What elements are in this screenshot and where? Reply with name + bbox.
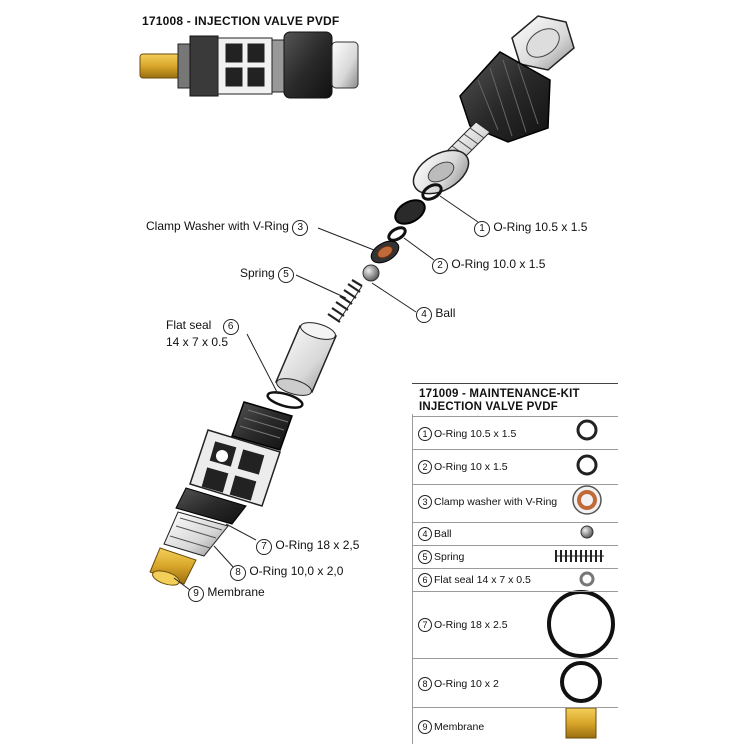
kit-label: Spring — [434, 551, 465, 563]
kit-flat-seal-icon — [579, 571, 595, 587]
callout-9: 9 Membrane — [188, 585, 265, 602]
kit-number: 3 — [418, 495, 432, 509]
kit-number: 4 — [418, 527, 432, 541]
callout-label: O-Ring 18 x 2,5 — [275, 538, 360, 552]
callout-number: 2 — [432, 258, 448, 274]
kit-number: 8 — [418, 677, 432, 691]
callout-number: 5 — [278, 267, 295, 283]
kit-table-top-border — [412, 383, 618, 384]
o-ring-1-image — [421, 183, 443, 201]
kit-label: Membrane — [434, 721, 485, 733]
callout-number: 1 — [474, 221, 490, 237]
callout-number: 7 — [256, 539, 272, 555]
kit-number: 2 — [418, 460, 432, 474]
kit-label: O-Ring 10 x 1.5 — [434, 461, 508, 473]
kit-number: 9 — [418, 720, 432, 734]
kit-table-left-border — [412, 414, 413, 744]
callout-label-line1: Flat seal — [166, 318, 212, 332]
callout-label: O-Ring 10.0 x 1.5 — [451, 257, 546, 271]
callout-number: 9 — [188, 586, 204, 602]
kit-label: Flat seal 14 x 7 x 0.5 — [434, 574, 531, 586]
kit-o-ring-2-icon — [576, 454, 598, 476]
callout-label: Spring — [240, 266, 275, 280]
union-nut-image — [459, 51, 551, 143]
callout-6: Flat seal 6 14 x 7 x 0.5 — [166, 318, 239, 349]
callout-label: Ball — [435, 306, 456, 320]
callout-label: O-Ring 10.5 x 1.5 — [493, 220, 588, 234]
kit-label: O-Ring 10.5 x 1.5 — [434, 428, 517, 440]
kit-number: 1 — [418, 427, 432, 441]
kit-o-ring-1-icon — [576, 419, 598, 441]
kit-label: O-Ring 10 x 2 — [434, 678, 499, 690]
kit-membrane-icon — [565, 707, 597, 739]
flat-seal-image — [266, 391, 304, 409]
assembled-valve-image — [139, 31, 359, 99]
clamp-washer-image — [370, 240, 400, 264]
cap-nut-image — [511, 15, 575, 71]
leader-lines — [173, 195, 479, 591]
ball-image — [362, 264, 380, 282]
callout-2: 2 O-Ring 10.0 x 1.5 — [432, 257, 545, 274]
kit-number: 5 — [418, 550, 432, 564]
kit-spring-icon — [555, 550, 604, 562]
callout-4: 4 Ball — [416, 306, 455, 323]
flange-disc-image — [412, 149, 470, 195]
kit-number: 6 — [418, 573, 432, 587]
callout-7: 7 O-Ring 18 x 2,5 — [256, 538, 359, 555]
sleeve-image — [274, 322, 338, 396]
kit-o-ring-10-icon — [560, 661, 602, 703]
kit-title-line1: 171009 - MAINTENANCE-KIT — [419, 388, 580, 400]
valve-body-image — [149, 401, 293, 586]
callout-number: 3 — [292, 220, 309, 236]
callout-label: Clamp Washer with V-Ring — [146, 219, 289, 233]
o-ring-2-image — [387, 226, 407, 242]
page-title: 171008 - INJECTION VALVE PVDF — [142, 14, 340, 28]
callout-number: 4 — [416, 307, 432, 323]
callout-label: Membrane — [207, 585, 265, 599]
kit-label: Clamp washer with V-Ring — [434, 496, 558, 508]
clamp-body-image — [394, 199, 426, 225]
kit-title-line2: INJECTION VALVE PVDF — [419, 401, 559, 413]
kit-label: Ball — [434, 528, 452, 540]
kit-o-ring-18-icon — [547, 590, 615, 658]
callout-5: Spring 5 — [240, 266, 295, 283]
kit-thumbnails — [547, 419, 615, 739]
callout-label: O-Ring 10,0 x 2,0 — [249, 564, 344, 578]
callout-8: 8 O-Ring 10,0 x 2,0 — [230, 564, 343, 581]
kit-number: 7 — [418, 618, 432, 632]
kit-ball-icon — [580, 525, 594, 539]
callout-number: 6 — [222, 319, 239, 335]
callout-label-line2: 14 x 7 x 0.5 — [166, 335, 229, 349]
kit-title: 171009 - MAINTENANCE-KIT INJECTION VALVE… — [419, 388, 580, 414]
spring-image — [327, 279, 363, 323]
kit-label: O-Ring 18 x 2.5 — [434, 619, 508, 631]
callout-3: Clamp Washer with V-Ring 3 — [146, 219, 309, 236]
callout-number: 8 — [230, 565, 246, 581]
callout-1: 1 O-Ring 10.5 x 1.5 — [474, 220, 587, 237]
